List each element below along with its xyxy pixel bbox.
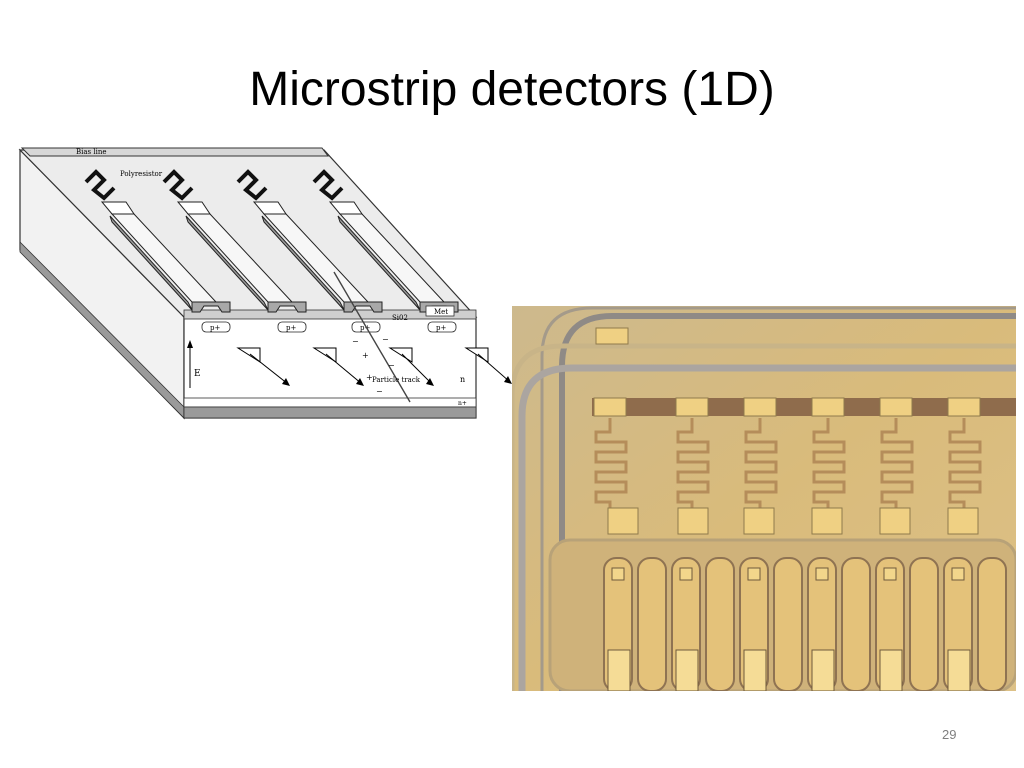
page-number: 29: [942, 727, 957, 742]
serpentine-resistors: [594, 418, 982, 510]
bonding-pads: [607, 649, 971, 691]
drift-arrows: [236, 347, 511, 385]
guard-ring-mid: [518, 364, 1016, 691]
guard-ring-edge: [540, 306, 1016, 691]
metal-label: Met: [434, 308, 448, 316]
p-plus-label-4: p+: [436, 324, 446, 332]
charge-minus-2: −: [382, 335, 389, 344]
guard-ring-outer: [559, 313, 1016, 691]
charge-minus-3: −: [388, 361, 395, 370]
n-plus-label: n+: [458, 400, 467, 407]
charge-minus-4: −: [376, 387, 383, 396]
field-label: E: [194, 369, 201, 379]
microstrip-diagram: Bias line Polyresistor Si02 Met: [18, 147, 512, 420]
guard-ring-inner: [512, 343, 1016, 691]
slide-title: Microstrip detectors (1D): [249, 63, 775, 116]
metal-label-box: [425, 305, 455, 317]
strips: [100, 201, 446, 311]
field-arrowhead: [187, 340, 193, 348]
top-pad: [595, 327, 629, 345]
particle-track-line: [333, 271, 411, 403]
oxide-band: [183, 309, 477, 320]
p-plus-label-1: p+: [210, 324, 220, 332]
sio2-label: Si02: [392, 314, 408, 322]
polyresistor-label: Polyresistor: [120, 170, 163, 178]
drift-arrowheads: [282, 376, 512, 386]
backplane-metal: [183, 406, 477, 419]
strip-pads: [607, 507, 979, 535]
n-bulk-label: n: [460, 375, 465, 384]
charge-plus-2: +: [366, 373, 373, 382]
n-plus-layer: [183, 397, 477, 408]
chip-micrograph: [512, 306, 1016, 691]
bias-line-label: Bias line: [76, 148, 107, 156]
p-plus-label-2: p+: [286, 324, 296, 332]
charge-plus-1: +: [362, 351, 369, 360]
bias-line: [20, 147, 329, 157]
particle-track-label: Particle track: [372, 376, 421, 384]
bias-pads: [593, 397, 981, 417]
polyresistors: [84, 169, 344, 201]
charge-minus-1: −: [352, 337, 359, 346]
contact-vias: [611, 567, 965, 581]
p-plus-label-3: p+: [360, 324, 370, 332]
